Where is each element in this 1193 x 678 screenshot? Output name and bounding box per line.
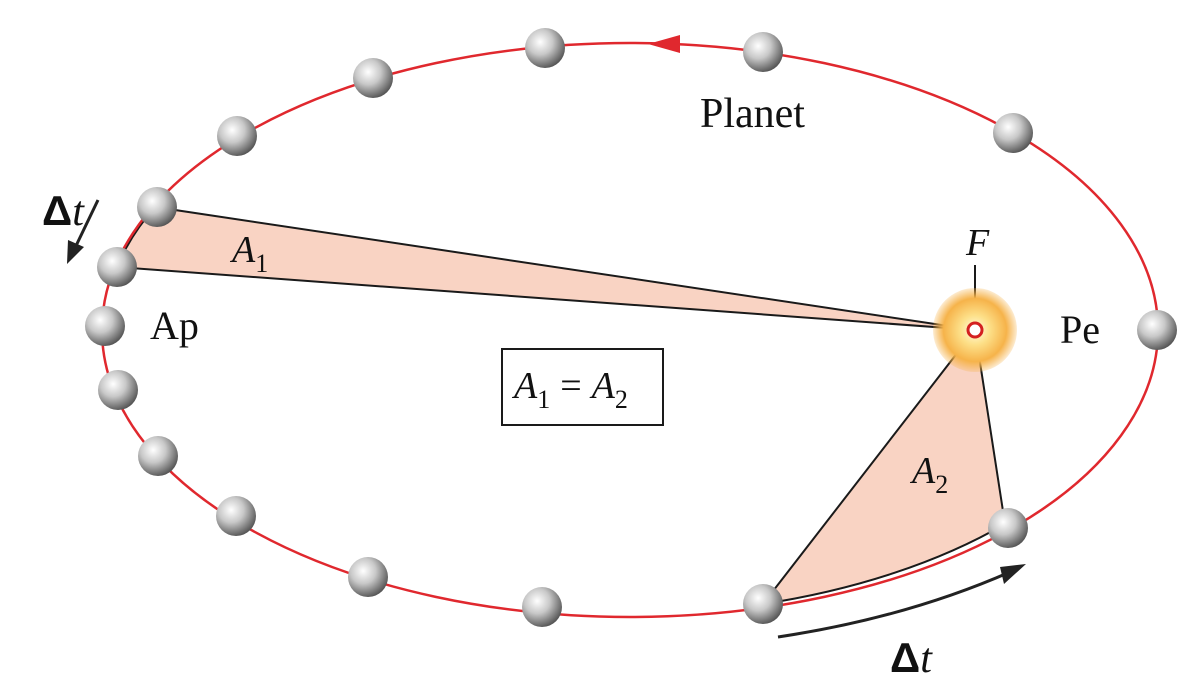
planet-sphere-icon (98, 370, 138, 410)
orbit-direction-arrow-icon (648, 35, 680, 53)
delta-t-arrow-icon (777, 570, 1011, 639)
delta-t-arrow-icon (67, 240, 84, 264)
planet-sphere-icon (743, 32, 783, 72)
planet-sphere-icon (348, 557, 388, 597)
delta-t-bottom-label: Δt (890, 634, 933, 678)
planet-sphere-icon (85, 306, 125, 346)
planet-label: Planet (700, 91, 805, 137)
planet-sphere-icon (988, 508, 1028, 548)
equation-box (501, 348, 664, 426)
area-a2-label: A2 (909, 450, 948, 499)
planet-sphere-icon (137, 187, 177, 227)
planet-sphere-icon (1137, 310, 1177, 350)
delta-t-arrow-icon (1000, 564, 1026, 584)
planet-sphere-icon (522, 587, 562, 627)
focus-label: F (965, 222, 990, 264)
planet-sphere-icon (97, 247, 137, 287)
planet-sphere-icon (217, 116, 257, 156)
delta-t-arrow-icon (72, 199, 100, 251)
planet-sphere-icon (743, 584, 783, 624)
planet-sphere-icon (138, 436, 178, 476)
planets-group (85, 28, 1177, 627)
planet-sphere-icon (993, 113, 1033, 153)
planet-sphere-icon (525, 28, 565, 68)
area-a1-label: A1 (229, 229, 268, 278)
planet-sphere-icon (216, 496, 256, 536)
delta-t-top-label: Δt (42, 187, 85, 235)
planet-sphere-icon (353, 58, 393, 98)
aphelion-label: Ap (150, 303, 199, 348)
focus-point (966, 321, 984, 339)
perihelion-label: Pe (1060, 307, 1100, 352)
equation-text: A1=A2 (511, 365, 628, 414)
